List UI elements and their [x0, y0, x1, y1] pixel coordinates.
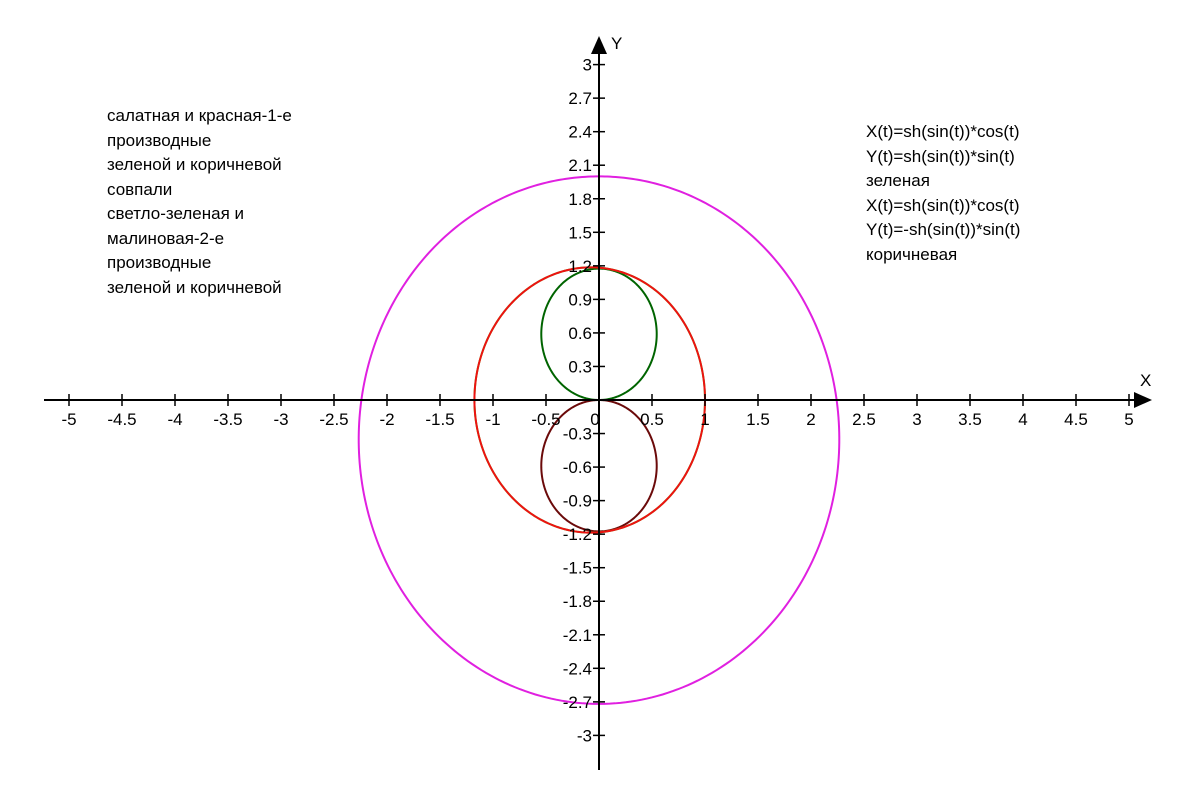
left-note-line: производные — [107, 130, 212, 150]
y-tick-label: -1.5 — [563, 559, 592, 578]
right-note-line: X(t)=sh(sin(t))*cos(t) — [866, 122, 1020, 141]
x-tick-label: -3.5 — [213, 410, 242, 429]
y-tick-label: 2.7 — [568, 89, 592, 108]
y-tick-label: -3 — [577, 726, 592, 745]
y-tick-label: -2.7 — [563, 693, 592, 712]
y-axis-label: Y — [611, 34, 622, 53]
x-tick-label: 4.5 — [1064, 410, 1088, 429]
y-tick-label: -0.6 — [563, 458, 592, 477]
x-tick-label: 3.5 — [958, 410, 982, 429]
y-tick-label: 0.3 — [568, 357, 592, 376]
y-tick-label: 3 — [583, 56, 592, 75]
x-tick-label: 2.5 — [852, 410, 876, 429]
x-tick-label: -4 — [167, 410, 182, 429]
x-tick-label: 3 — [912, 410, 921, 429]
x-tick-label: 0 — [590, 410, 599, 429]
y-tick-label: -0.3 — [563, 425, 592, 444]
x-axis-label: X — [1140, 371, 1151, 390]
x-tick-label: 1.5 — [746, 410, 770, 429]
x-tick-label: -3 — [273, 410, 288, 429]
x-tick-label: -2 — [379, 410, 394, 429]
y-tick-label: -1.2 — [563, 525, 592, 544]
x-tick-label: 2 — [806, 410, 815, 429]
left-note-line: салатная и красная-1-е — [107, 106, 292, 125]
y-tick-label: 2.1 — [568, 156, 592, 175]
right-note-line: Y(t)=-sh(sin(t))*sin(t) — [866, 220, 1021, 239]
x-tick-label: -4.5 — [107, 410, 136, 429]
left-note-line: производные — [107, 253, 212, 272]
x-tick-label: -1 — [485, 410, 500, 429]
y-tick-label: 1.5 — [568, 223, 592, 242]
y-tick-label: -1.8 — [563, 592, 592, 611]
right-note-line: Y(t)=sh(sin(t))*sin(t) — [866, 146, 1015, 166]
x-axis-arrow — [1134, 392, 1152, 408]
x-tick-label: 5 — [1124, 410, 1133, 429]
ticks-layer: -5 -4.5 -4 -3.5 -3 -2.5 -2 -1.5 -1 -0.5 0 0.5 1 1.5 2 2… — [61, 56, 1133, 746]
left-note-line: зеленой и коричневой — [107, 277, 282, 297]
y-tick-label: 2.4 — [568, 123, 592, 142]
y-axis-arrow — [591, 36, 607, 54]
left-note-line: светло-зеленая и — [107, 204, 245, 223]
right-note-line: коричневая — [866, 244, 958, 264]
x-tick-label: -2.5 — [319, 410, 348, 429]
y-tick-label: 0.6 — [568, 324, 592, 343]
y-tick-label: 1.8 — [568, 190, 592, 209]
right-note-line: зеленая — [866, 171, 930, 190]
left-note-line: зеленой и коричневой — [107, 155, 282, 174]
axes-layer: XY — [44, 34, 1152, 770]
y-tick-label: -0.9 — [563, 492, 592, 511]
x-tick-label: -1.5 — [425, 410, 454, 429]
x-tick-label: -5 — [61, 410, 76, 429]
left-note-line: совпали — [107, 179, 173, 199]
right-note-line: X(t)=sh(sin(t))*cos(t) — [866, 195, 1020, 215]
left-note-line: малиновая-2-е — [107, 228, 225, 248]
x-tick-label: 0.5 — [640, 410, 664, 429]
right-note: X(t)=sh(sin(t))*cos(t) Y(t)=sh(sin(t))*s… — [866, 120, 1020, 267]
left-note: салатная и красная-1-е производные зелен… — [107, 104, 292, 300]
y-tick-label: -2.1 — [563, 626, 592, 645]
y-tick-label: 0.9 — [568, 290, 592, 309]
x-tick-label: 4 — [1018, 410, 1027, 429]
x-tick-label: 1 — [700, 410, 709, 429]
x-tick-label: -0.5 — [531, 410, 560, 429]
y-tick-label: 1.2 — [568, 257, 592, 276]
y-tick-label: -2.4 — [563, 659, 592, 678]
